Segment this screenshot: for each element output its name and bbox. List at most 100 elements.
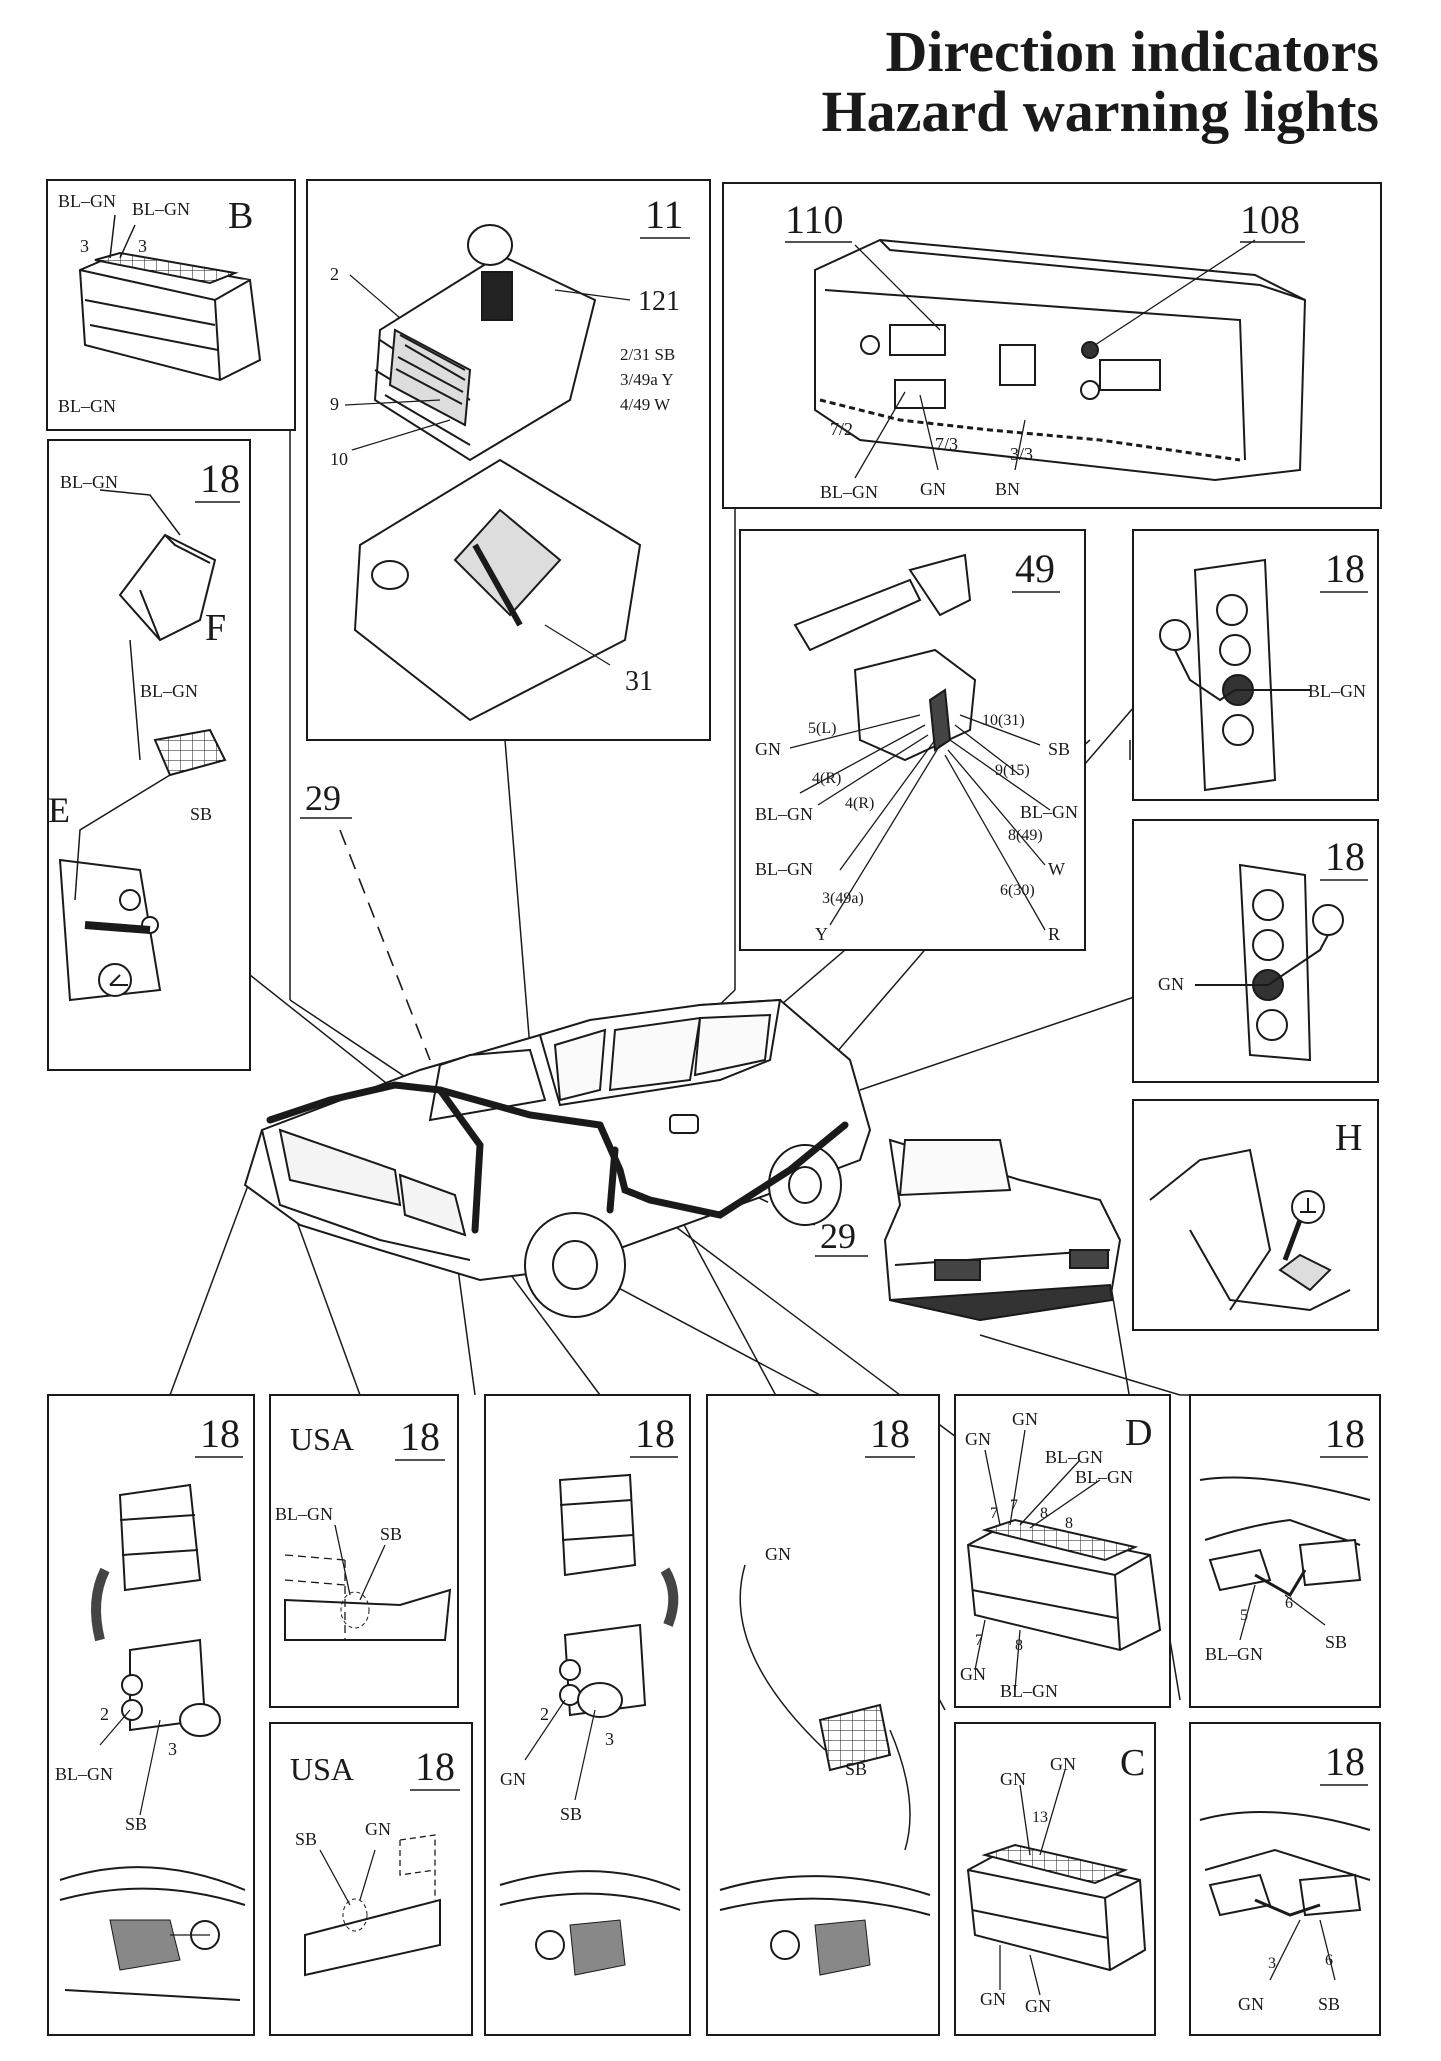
wire-label: BL–GN bbox=[1075, 1467, 1133, 1487]
wire-label: GN bbox=[1012, 1409, 1038, 1429]
wire-label: 108 bbox=[1240, 197, 1300, 242]
panel-instrument-cluster: 110 108 7/2 7/3 3/3 BL–GN GN BN bbox=[722, 182, 1382, 509]
wire-label: 3/3 bbox=[1010, 444, 1033, 464]
wire-label: SB bbox=[1325, 1632, 1347, 1652]
wire-label: 18 bbox=[635, 1411, 675, 1456]
panel-d: D GN GN BL–GN BL–GN 7 7 8 8 7 8 GN BL–GN bbox=[954, 1394, 1171, 1708]
wire-label: GN bbox=[1025, 1996, 1051, 2016]
wire-label: 121 bbox=[638, 286, 680, 317]
wire-label: 13 bbox=[1032, 1809, 1048, 1826]
wire-label: GN bbox=[365, 1819, 391, 1839]
wire-label: R bbox=[1048, 924, 1060, 944]
wire-label: C bbox=[1120, 1742, 1145, 1784]
wire-label: BL–GN bbox=[755, 804, 813, 824]
wire-label: BL–GN bbox=[1205, 1644, 1263, 1664]
wire-label: 18 bbox=[870, 1411, 910, 1456]
wire-label: 4(R) bbox=[845, 795, 874, 812]
panel-side-right-repeater: 18 GN SB bbox=[706, 1394, 940, 2036]
wire-label: SB bbox=[560, 1804, 582, 1824]
panel-front-left-lamp: 18 2 3 BL–GN SB bbox=[47, 1394, 255, 2036]
wire-label: H bbox=[1335, 1117, 1362, 1159]
wire-label: BL–GN bbox=[140, 681, 198, 701]
wire-label: GN bbox=[1238, 1994, 1264, 2014]
wire-label: 3 bbox=[80, 236, 89, 256]
wire-label: 8 bbox=[1015, 1637, 1023, 1654]
wire-label: 31 bbox=[625, 666, 653, 697]
title-line-1: Direction indicators bbox=[885, 19, 1379, 84]
wire-label: BL–GN bbox=[60, 472, 118, 492]
panel-sedan-rear-lamp-2: 18 3 6 GN SB bbox=[1189, 1722, 1381, 2036]
wire-label: GN bbox=[765, 1544, 791, 1564]
panel-rear-lamp-1: 18 BL–GN bbox=[1132, 529, 1379, 801]
wire-label: USA bbox=[290, 1751, 354, 1787]
wire-label: USA bbox=[290, 1421, 354, 1457]
wire-label: 7 bbox=[1010, 1497, 1018, 1514]
wire-label: 3 bbox=[138, 236, 147, 256]
wire-label: BL–GN bbox=[820, 482, 878, 502]
wire-label: 110 bbox=[785, 197, 844, 242]
wire-label: GN bbox=[500, 1769, 526, 1789]
wire-label: 3 bbox=[1268, 1955, 1276, 1972]
wire-label: SB bbox=[190, 804, 212, 824]
wire-label: BL–GN bbox=[58, 396, 116, 416]
wire-label: 3/49a Y bbox=[620, 370, 674, 389]
wire-label: 9(15) bbox=[995, 762, 1030, 779]
wire-label: 2 bbox=[100, 1704, 109, 1724]
panel-left-side-repeater: 18 BL–GN F BL–GN SB E bbox=[47, 439, 251, 1071]
page-title: Direction indicators Hazard warning ligh… bbox=[822, 22, 1380, 142]
wire-label: 7/2 bbox=[830, 419, 853, 439]
wire-label: 6 bbox=[1325, 1952, 1333, 1969]
wire-label: 18 bbox=[415, 1744, 455, 1789]
panel-usa-2: USA 18 SB GN bbox=[269, 1722, 473, 2036]
panel-c: C GN GN 13 GN GN bbox=[954, 1722, 1156, 2036]
wire-label: 7 bbox=[990, 1505, 998, 1522]
wire-label: E bbox=[48, 790, 70, 830]
wire-label: BL–GN bbox=[755, 859, 813, 879]
wire-label: BL–GN bbox=[275, 1504, 333, 1524]
wire-label: 4/49 W bbox=[620, 395, 671, 414]
sedan-rear-illustration bbox=[883, 1138, 1122, 1322]
wire-label: GN bbox=[755, 739, 781, 759]
wire-label: SB bbox=[125, 1814, 147, 1834]
wire-label: BL–GN bbox=[55, 1764, 113, 1784]
wire-label: BL–GN bbox=[1045, 1447, 1103, 1467]
panel-fusebox: 11 2 121 2/31 SB 3/49a Y 4/49 W 9 10 31 bbox=[306, 179, 711, 741]
panel-h: H bbox=[1132, 1099, 1379, 1331]
wire-label: BL–GN bbox=[1020, 802, 1078, 822]
wire-label: 49 bbox=[1015, 546, 1055, 591]
car-harness bbox=[266, 1081, 849, 1234]
wire-label: GN bbox=[965, 1429, 991, 1449]
wire-label: GN bbox=[920, 479, 946, 499]
panel-indicator-switch: 49 5(L) GN 4(R) 4(R) BL–GN BL–GN 3(49a) … bbox=[739, 529, 1086, 951]
wire-label: 8(49) bbox=[1008, 827, 1043, 844]
wire-label: 18 bbox=[1325, 546, 1365, 591]
wire-label: 2 bbox=[540, 1704, 549, 1724]
wire-label: 18 bbox=[200, 456, 240, 501]
wire-label: D bbox=[1125, 1412, 1152, 1454]
wire-label: 10 bbox=[330, 449, 348, 469]
panel-rear-lamp-2: 18 GN bbox=[1132, 819, 1379, 1083]
wire-label: 2/31 SB bbox=[620, 345, 675, 364]
wire-label: GN bbox=[1158, 974, 1184, 994]
wire-label: SB bbox=[1318, 1994, 1340, 2014]
wire-label: 10(31) bbox=[982, 712, 1025, 729]
wire-label: Y bbox=[815, 924, 828, 944]
wire-label: 4(R) bbox=[812, 770, 841, 787]
panel-b: B BL–GN BL–GN 3 3 BL–GN bbox=[46, 179, 296, 431]
wire-label: GN bbox=[960, 1664, 986, 1684]
wire-label: 3 bbox=[605, 1729, 614, 1749]
wire-label: GN bbox=[1050, 1754, 1076, 1774]
panel-front-right-lamp: 18 2 3 GN SB bbox=[484, 1394, 691, 2036]
wire-label: 6(30) bbox=[1000, 882, 1035, 899]
wire-label: 5 bbox=[1240, 1607, 1248, 1624]
wire-label: 2 bbox=[330, 264, 339, 284]
wire-label: SB bbox=[845, 1759, 867, 1779]
wire-label: 8 bbox=[1040, 1505, 1048, 1522]
wire-label: 18 bbox=[1325, 1739, 1365, 1784]
wire-label: 6 bbox=[1285, 1595, 1293, 1612]
wire-label: 5(L) bbox=[808, 720, 836, 737]
wire-label: GN bbox=[980, 1989, 1006, 2009]
wire-label: 18 bbox=[1325, 1411, 1365, 1456]
panel-usa-1: USA 18 BL–GN SB bbox=[269, 1394, 459, 1708]
